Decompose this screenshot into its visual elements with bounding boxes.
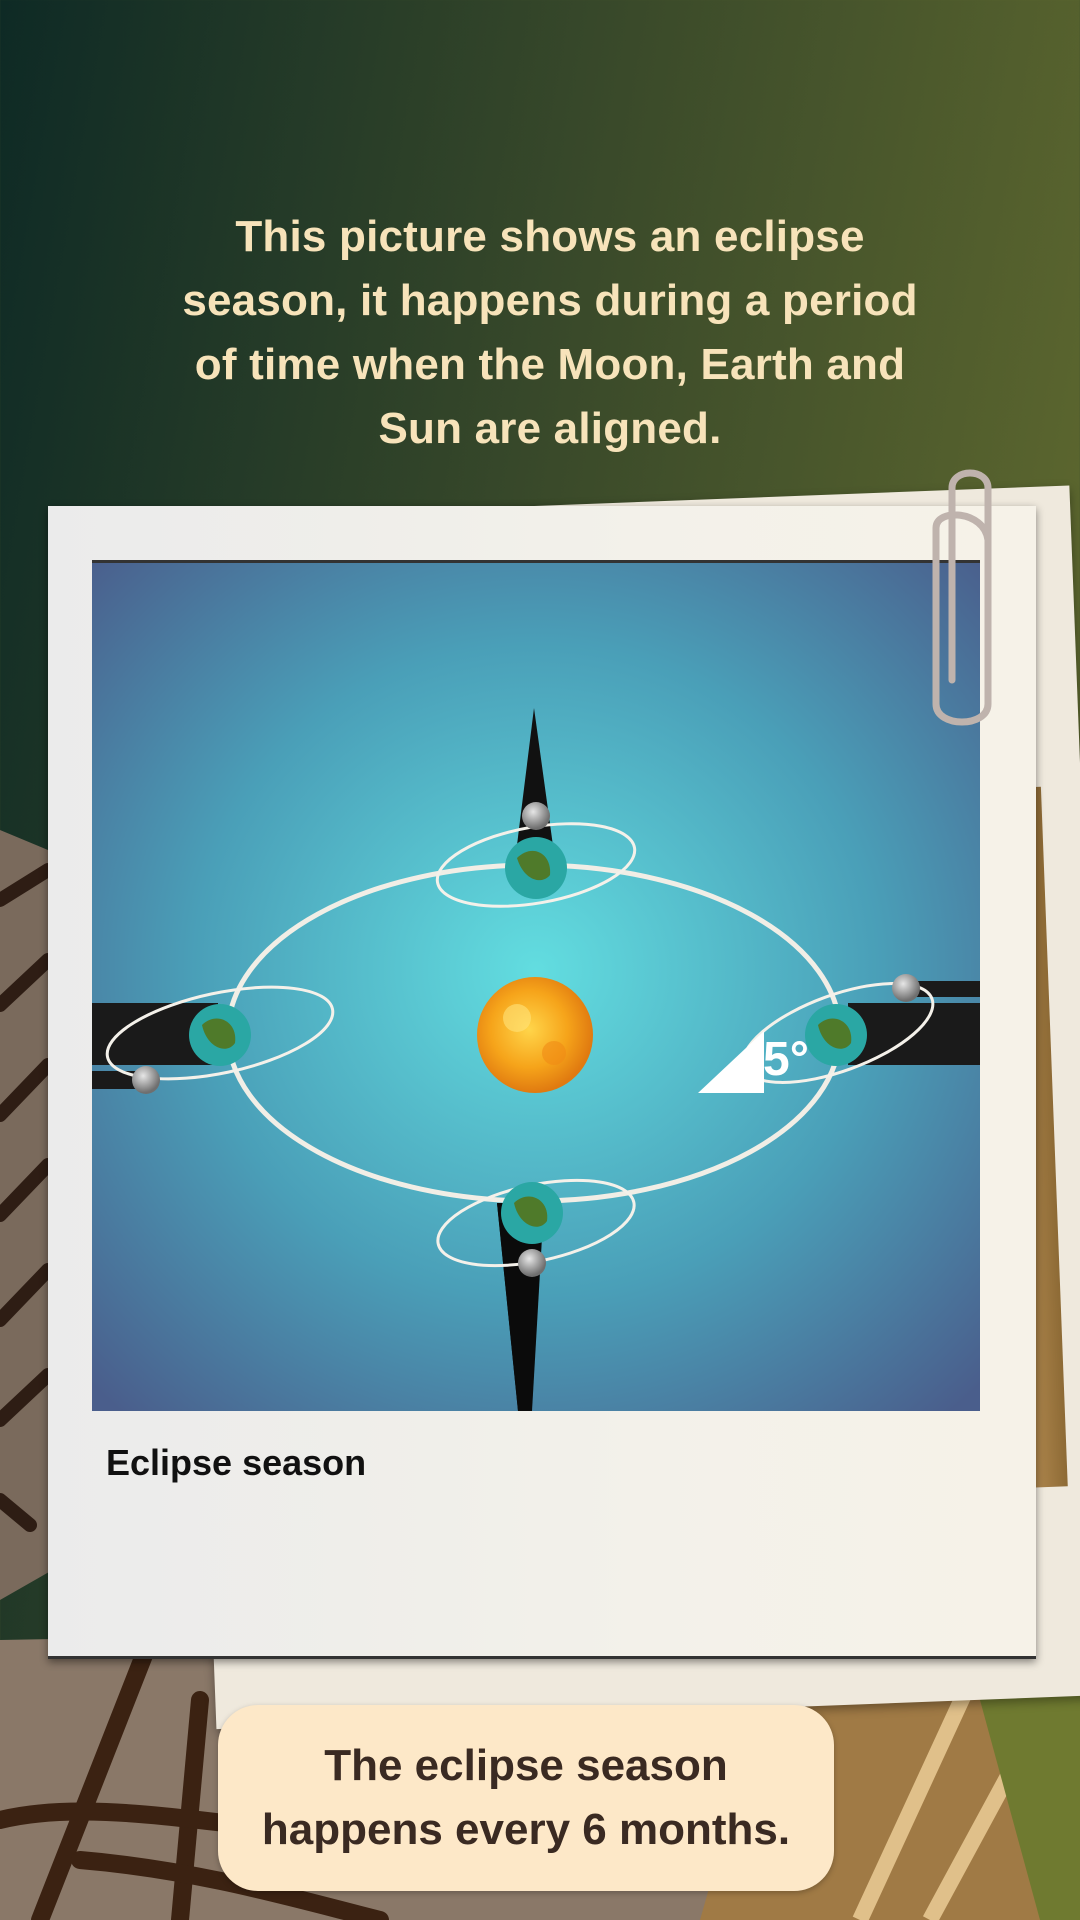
eclipse-diagram: 5° — [92, 560, 980, 1411]
earth-top — [505, 837, 567, 899]
fact-text: The eclipse season happens every 6 month… — [261, 1741, 791, 1854]
earth-bottom — [501, 1182, 563, 1244]
angle-label: 5° — [763, 1033, 809, 1086]
moon-top — [522, 802, 550, 830]
paperclip-icon — [932, 469, 992, 726]
sun — [477, 977, 593, 1093]
moon-right — [892, 974, 920, 1002]
earth-right — [805, 1004, 867, 1066]
photo-card: 5° Eclipse season — [48, 506, 1036, 1659]
photo-caption: Eclipse season — [106, 1442, 367, 1483]
angle-triangle — [698, 1031, 764, 1093]
moon-left — [132, 1066, 160, 1094]
fact-box: The eclipse season happens every 6 month… — [218, 1705, 834, 1891]
moon-bottom — [518, 1249, 546, 1277]
earth-left — [189, 1004, 251, 1066]
intro-text: This picture shows an eclipse season, it… — [182, 212, 918, 453]
